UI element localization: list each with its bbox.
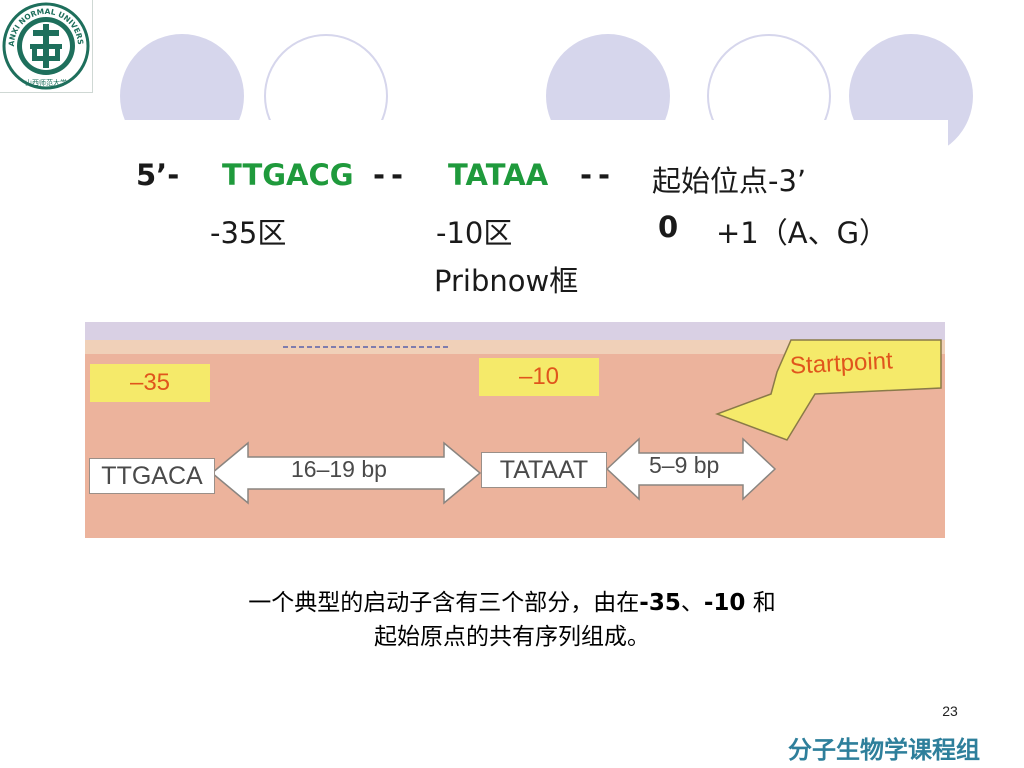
caption-bold: -10 bbox=[703, 590, 746, 616]
decorative-circles bbox=[100, 0, 980, 150]
startpoint-label: Startpoint bbox=[789, 347, 894, 380]
minus10-sequence: TATAA bbox=[448, 158, 549, 192]
double-arrow-icon bbox=[605, 437, 777, 501]
start-gap-label: 5–9 bp bbox=[649, 452, 720, 478]
minus10-region-label: -10区 bbox=[436, 216, 513, 250]
caption-text: 和 bbox=[745, 590, 776, 616]
caption-text: 、 bbox=[680, 590, 704, 616]
promoter-figure: –35 –10 Startpoint 16–19 bp 5–9 bp TTGAC… bbox=[85, 322, 945, 538]
startpoint-arrow-icon bbox=[715, 339, 942, 441]
caption-line-1: 一个典型的启动子含有三个部分，由在-35、-10 和 bbox=[0, 586, 1024, 620]
five-prime-label: 5’- bbox=[136, 158, 180, 192]
caption-text: 一个典型的启动子含有三个部分，由在 bbox=[248, 590, 640, 616]
minus35-highlight: –35 bbox=[90, 364, 210, 402]
pribnow-box-label: Pribnow框 bbox=[434, 264, 579, 298]
page-number: 23 bbox=[942, 703, 958, 719]
university-logo: SHANXI NORMAL UNIVERSITY 山西师范大学 bbox=[0, 0, 93, 93]
double-arrow-icon bbox=[210, 441, 482, 505]
zero-label: 0 bbox=[658, 210, 679, 244]
minus10-consensus-box: TATAAT bbox=[481, 452, 607, 488]
dashed-line bbox=[283, 346, 448, 348]
caption-line-2: 起始原点的共有序列组成。 bbox=[374, 624, 650, 650]
caption-bold: -35 bbox=[639, 590, 681, 616]
logo-bottom-text: 山西师范大学 bbox=[25, 78, 67, 87]
minus35-region-label: -35区 bbox=[210, 216, 287, 250]
start-site-label: 起始位点-3’ bbox=[652, 164, 807, 198]
minus35-sequence: TTGACG bbox=[222, 158, 354, 192]
footer-course-group: 分子生物学课程组 bbox=[788, 735, 980, 764]
plus1-label: +1（A、G） bbox=[716, 216, 889, 250]
separator: -- bbox=[580, 158, 617, 192]
university-seal-icon: SHANXI NORMAL UNIVERSITY 山西师范大学 bbox=[0, 0, 90, 90]
separator: -- bbox=[373, 158, 410, 192]
spacer-length-label: 16–19 bp bbox=[291, 456, 387, 482]
minus10-highlight: –10 bbox=[479, 358, 599, 396]
minus35-consensus-box: TTGACA bbox=[89, 458, 215, 494]
